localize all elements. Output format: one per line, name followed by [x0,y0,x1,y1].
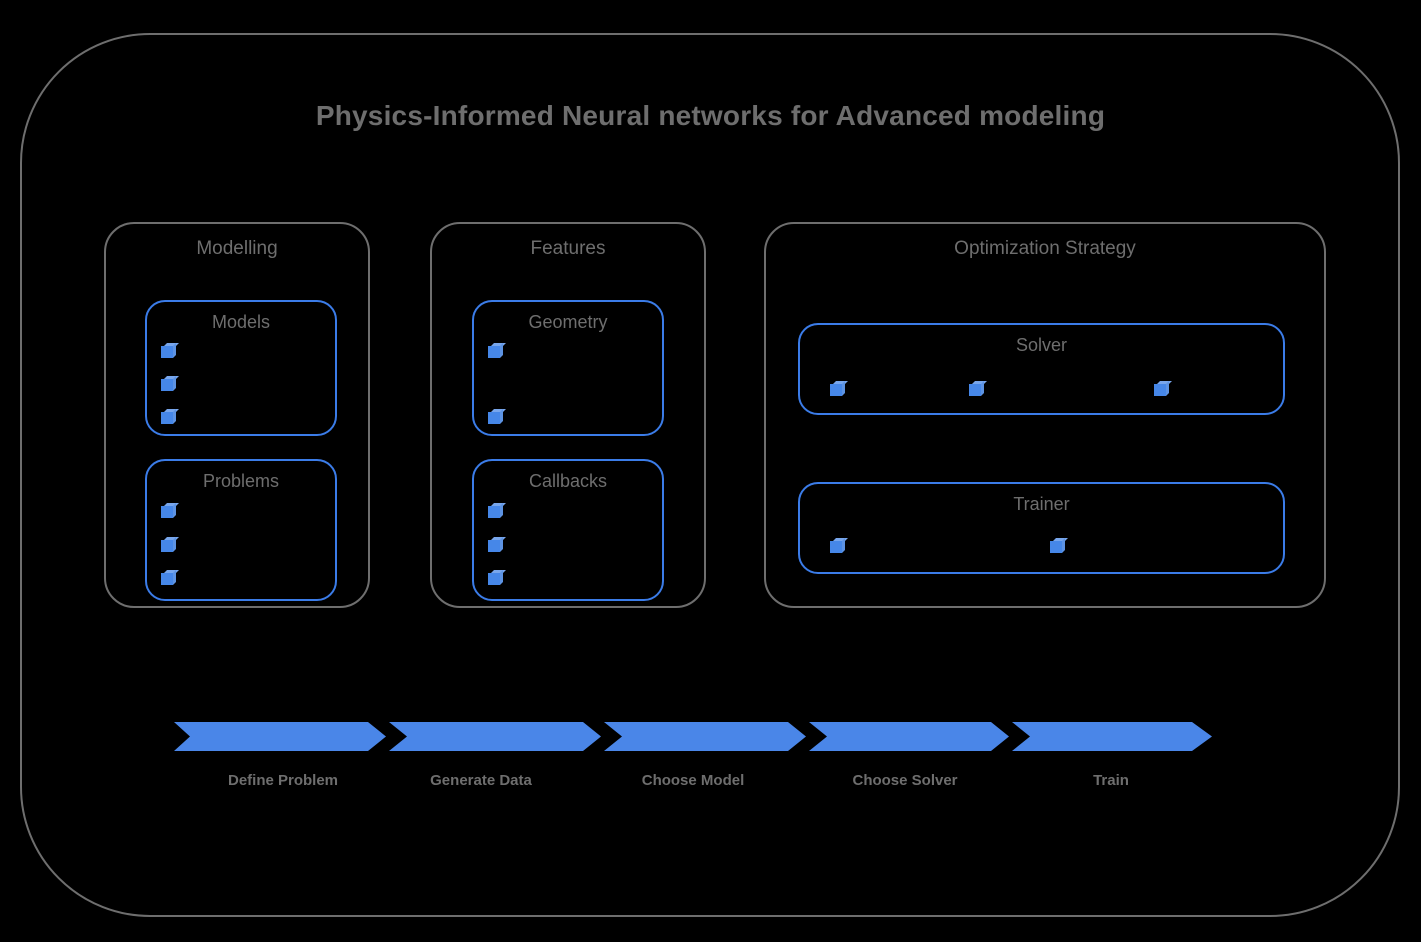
cube-icon [161,537,179,552]
process-step-arrow-4[interactable] [809,722,1009,751]
group-title-features: Features [530,238,606,259]
group-panel-modelling: Modelling [104,222,370,608]
box-models[interactable]: Models [145,300,337,436]
cube-icon [488,409,506,424]
box-title-trainer: Trainer [1013,494,1070,514]
cube-icon [161,409,179,424]
process-step-label-2: Generate Data [430,772,532,789]
process-step-label-5: Train [1093,772,1129,789]
box-title-geometry: Geometry [528,312,608,332]
box-problems[interactable]: Problems [145,459,337,601]
process-step-label-4: Choose Solver [852,772,958,789]
process-step-arrow-1[interactable] [174,722,386,751]
cube-icon [830,538,848,553]
group-title-optimization-strategy: Optimization Strategy [954,238,1136,259]
process-step-arrow-2[interactable] [389,722,601,751]
group-title-modelling: Modelling [196,238,278,259]
cube-icon [161,343,179,358]
box-trainer[interactable]: Trainer [798,482,1285,574]
cube-icon [488,343,506,358]
cube-icon [488,570,506,585]
outer-frame [20,33,1400,917]
cube-icon [488,537,506,552]
box-title-callbacks: Callbacks [528,471,608,491]
group-panel-features: Features [430,222,706,608]
cube-icon [161,376,179,391]
box-title-models: Models [211,312,271,332]
box-callbacks[interactable]: Callbacks [472,459,664,601]
process-step-arrow-3[interactable] [604,722,806,751]
cube-icon [969,381,987,396]
cube-icon [161,503,179,518]
cube-icon [161,570,179,585]
cube-icon [1050,538,1068,553]
page-title: Physics-Informed Neural networks for Adv… [315,100,1106,131]
box-title-solver: Solver [1015,335,1068,355]
box-solver[interactable]: Solver [798,323,1285,415]
cube-icon [1154,381,1172,396]
process-step-label-3: Choose Model [641,772,745,789]
process-step-arrow-5[interactable] [1012,722,1212,751]
box-title-problems: Problems [202,471,280,491]
cube-icon [488,503,506,518]
process-step-label-1: Define Problem [227,772,339,789]
box-geometry[interactable]: Geometry [472,300,664,436]
group-panel-optimization-strategy: Optimization Strategy [764,222,1326,608]
cube-icon [830,381,848,396]
